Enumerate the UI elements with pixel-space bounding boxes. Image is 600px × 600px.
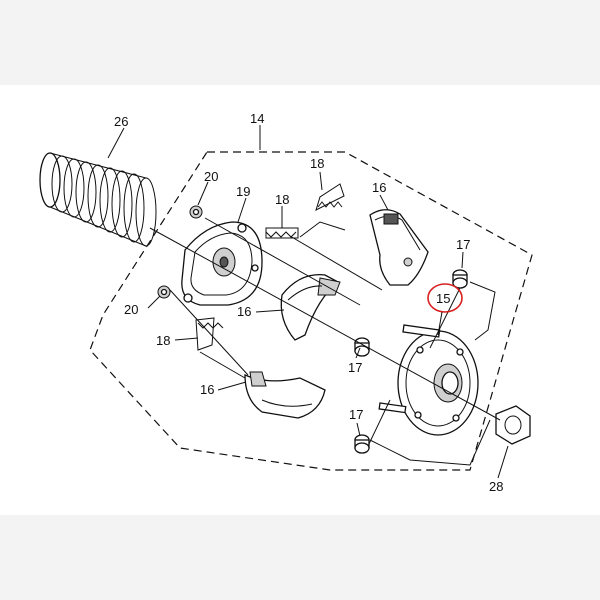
small-spring-part-18-bottom: [195, 317, 224, 351]
callout-20-upper: 20: [204, 169, 218, 184]
callout-17-mid: 17: [348, 360, 362, 375]
small-spring-part-18-top: [315, 183, 345, 211]
callout-16-top: 16: [372, 180, 386, 195]
callout-labels: 26 14 18 20 19 18 16 17 15 20 16 18 17 1…: [114, 111, 503, 494]
collar-part-17-bottom: [354, 434, 370, 454]
leader-lines: [107, 125, 509, 479]
top-band: [0, 0, 600, 85]
callout-26: 26: [114, 114, 128, 129]
callout-17-right: 17: [456, 237, 470, 252]
nut-part-20-upper: [189, 205, 203, 219]
bottom-band: [0, 515, 600, 600]
callout-16-mid: 16: [237, 304, 251, 319]
callout-20-lower: 20: [124, 302, 138, 317]
collar-part-17-mid: [354, 337, 370, 357]
small-spring-part-18-mid: [265, 227, 299, 239]
callout-14: 14: [250, 111, 264, 126]
callout-28: 28: [489, 479, 503, 494]
callout-18-top: 18: [310, 156, 324, 171]
collar-part-17-right: [452, 269, 468, 289]
spring-part-26: [39, 152, 157, 247]
assembly-boundary: [89, 151, 533, 471]
callout-19: 19: [236, 184, 250, 199]
clutch-shoe-part-16-top: [369, 209, 429, 286]
callout-16-bottom: 16: [200, 382, 214, 397]
hex-nut-part-28: [495, 405, 531, 445]
assembly-axis-lines: [149, 217, 501, 466]
drive-plate-part-15: [378, 324, 479, 436]
clutch-shoe-part-16-bottom: [244, 371, 326, 419]
highlight-circle: [427, 283, 463, 313]
clutch-shoe-part-16-mid: [280, 274, 341, 341]
callout-17-bottom: 17: [349, 407, 363, 422]
nut-part-20-lower: [157, 285, 171, 299]
callout-18-mid: 18: [275, 192, 289, 207]
callout-18-bottom: 18: [156, 333, 170, 348]
callout-15: 15: [436, 291, 450, 306]
plate-part-19: [181, 221, 263, 306]
